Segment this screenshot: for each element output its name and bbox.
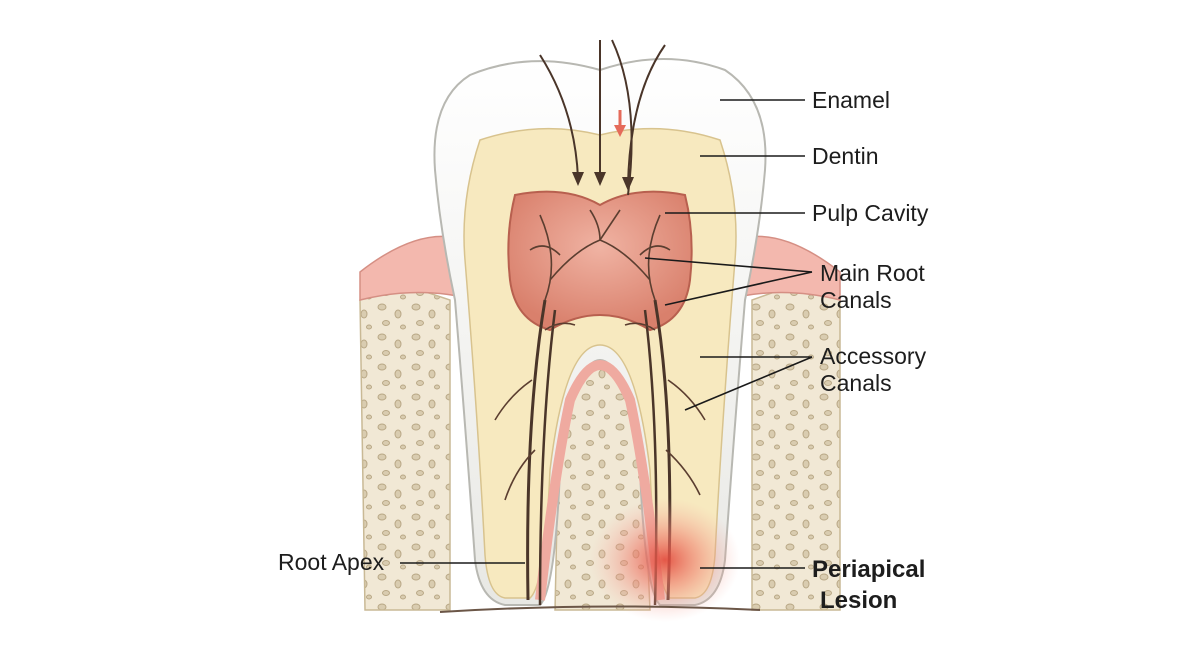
label-periapical-lesion-line1: Periapical <box>812 556 926 583</box>
root-lining <box>535 360 665 601</box>
label-main-root-canals-line2: Canals <box>820 287 892 313</box>
label-accessory-canals-line1: Accessory <box>820 343 927 369</box>
leader-lines <box>400 99 813 569</box>
arrow-heads <box>572 172 634 191</box>
canal-left-2 <box>538 309 557 606</box>
jaw-base-line <box>439 605 761 613</box>
label-root-apex: Root Apex <box>278 549 385 575</box>
label-main-root-canals-line1: Main Root <box>820 260 925 286</box>
canal-left <box>526 299 547 601</box>
entry-arrows <box>539 39 666 196</box>
nerve-branches <box>494 209 706 501</box>
periapical-lesion-glow <box>590 498 740 622</box>
label-pulp-cavity: Pulp Cavity <box>812 200 929 226</box>
pulp-shape <box>507 190 693 332</box>
label-enamel: Enamel <box>812 87 890 113</box>
label-dentin: Dentin <box>812 143 879 169</box>
label-periapical-lesion-line2: Lesion <box>820 587 898 614</box>
label-accessory-canals-line2: Canals <box>820 370 892 396</box>
